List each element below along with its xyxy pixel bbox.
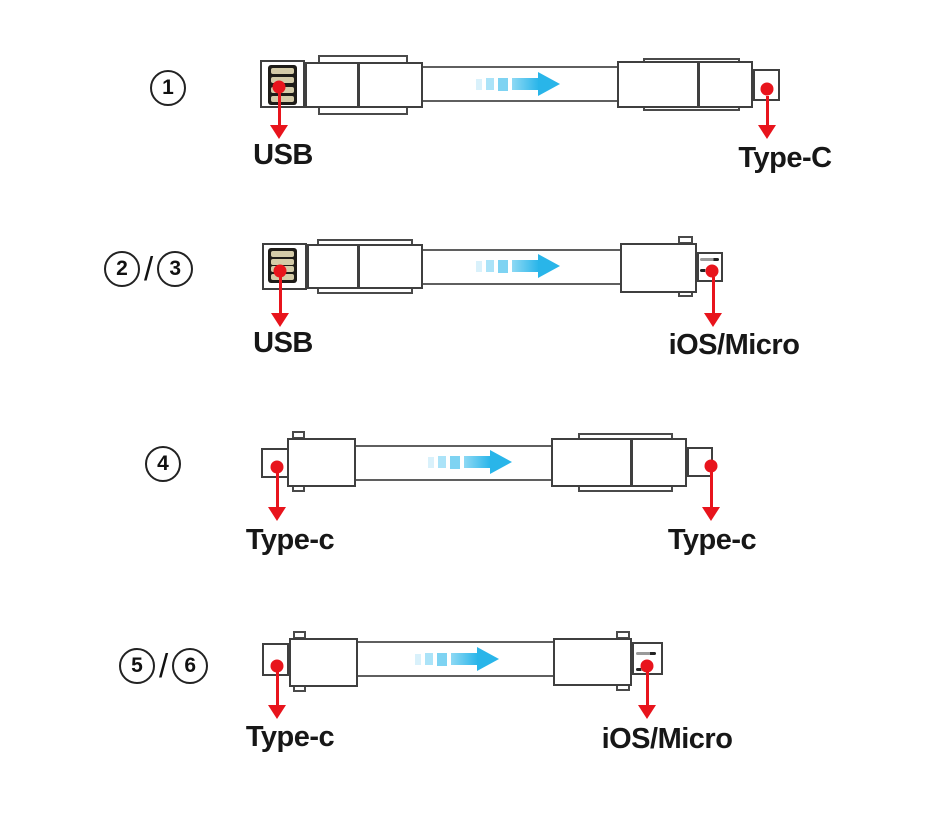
housing-seam xyxy=(697,63,700,106)
row-number-badge: 1 xyxy=(150,70,186,106)
flow-direction-arrow-icon xyxy=(476,254,560,278)
usb-contact-pin xyxy=(271,77,294,84)
plug-housing xyxy=(620,243,697,293)
pointer-arrow-icon xyxy=(758,96,776,139)
connector-label: Type-c xyxy=(245,721,335,753)
plug-housing xyxy=(289,638,358,687)
marker-dot xyxy=(640,659,654,673)
row-number-badge: 5 / 6 xyxy=(119,647,209,684)
flow-direction-arrow-icon xyxy=(476,72,560,96)
plug-housing xyxy=(617,61,753,108)
housing-seam xyxy=(630,440,633,485)
connector-label: Type-c xyxy=(667,524,757,556)
pointer-arrow-icon xyxy=(268,672,286,719)
connector-label: Type-C xyxy=(738,142,832,174)
pointer-arrow-icon xyxy=(270,93,288,139)
micro-slot xyxy=(700,258,719,261)
pointer-arrow-icon xyxy=(638,672,656,719)
connector-label: USB xyxy=(253,139,313,171)
row-number-badge: 4 xyxy=(145,446,181,482)
pointer-arrow-icon xyxy=(268,473,286,521)
plug-housing xyxy=(553,638,632,686)
circled-number: 4 xyxy=(145,446,181,482)
pointer-arrow-icon xyxy=(702,472,720,521)
usb-contact-pin xyxy=(271,68,294,74)
connector-label: USB xyxy=(253,327,313,359)
marker-dot xyxy=(760,82,774,96)
micro-slot xyxy=(636,652,656,655)
circled-number: 6 xyxy=(172,648,209,684)
pointer-arrow-icon xyxy=(704,277,722,327)
marker-dot xyxy=(273,264,287,278)
plug-housing xyxy=(307,244,423,289)
marker-dot xyxy=(272,80,286,94)
marker-dot xyxy=(270,659,284,673)
circled-number: 5 xyxy=(119,648,155,684)
usb-contact-pin xyxy=(271,258,294,265)
badge-separator: / xyxy=(144,250,154,287)
plug-housing xyxy=(287,438,356,487)
marker-dot xyxy=(705,264,719,278)
plug-housing xyxy=(305,62,423,108)
housing-seam xyxy=(357,246,360,287)
connector-label: iOS/Micro xyxy=(601,723,733,755)
connector-label: Type-c xyxy=(245,524,335,556)
marker-dot xyxy=(704,459,718,473)
housing-seam xyxy=(357,64,360,106)
badge-separator: / xyxy=(159,647,169,684)
connector-label: iOS/Micro xyxy=(668,329,800,361)
circled-number: 3 xyxy=(157,251,194,287)
circled-number: 1 xyxy=(150,70,186,106)
flow-direction-arrow-icon xyxy=(428,450,512,474)
row-number-badge: 2 / 3 xyxy=(104,250,194,287)
pointer-arrow-icon xyxy=(271,277,289,327)
circled-number: 2 xyxy=(104,251,140,287)
marker-dot xyxy=(270,460,284,474)
usb-contact-pin xyxy=(271,95,294,102)
usb-contact-pin xyxy=(271,251,294,257)
plug-housing xyxy=(551,438,687,487)
flow-direction-arrow-icon xyxy=(415,647,499,671)
